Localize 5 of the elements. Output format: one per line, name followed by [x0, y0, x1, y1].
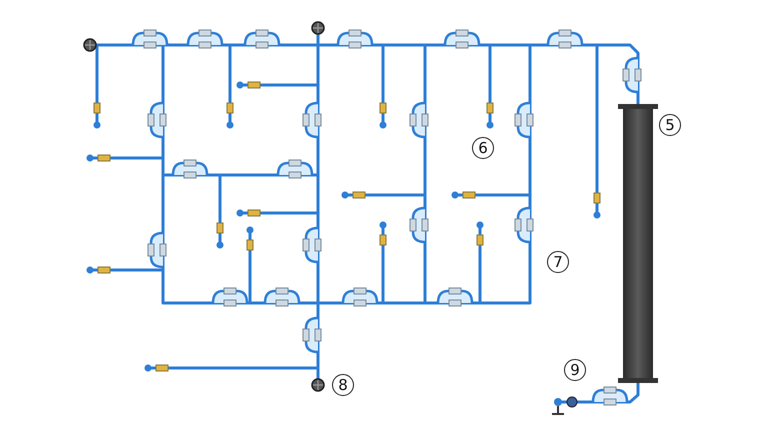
callout-number: 6 [472, 137, 494, 159]
callout-number: 9 [564, 359, 586, 381]
callout-number: 7 [547, 251, 569, 273]
callout-number: 8 [332, 374, 354, 396]
callout-number: 5 [659, 114, 681, 136]
